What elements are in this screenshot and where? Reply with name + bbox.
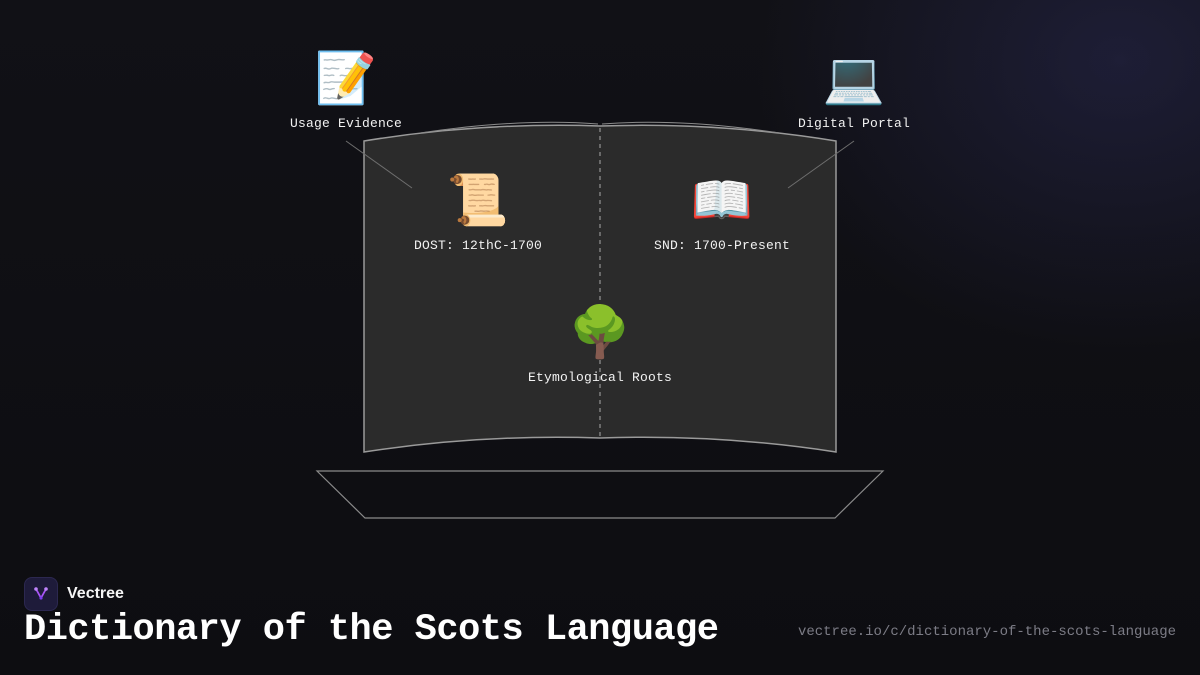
brand[interactable]: Vectree bbox=[24, 577, 124, 611]
page-curl-left bbox=[419, 121, 599, 134]
page-curl-right bbox=[601, 121, 781, 134]
node-usage-evidence: 📝 Usage Evidence bbox=[290, 50, 402, 131]
node-label: Etymological Roots bbox=[527, 370, 673, 385]
node-snd: 📖 SND: 1700-Present bbox=[654, 172, 790, 253]
book-stand bbox=[315, 470, 885, 519]
scroll-icon: 📜 bbox=[446, 171, 510, 229]
node-label: SND: 1700-Present bbox=[653, 238, 791, 253]
node-label: DOST: 12thC-1700 bbox=[413, 238, 543, 253]
connector-usage bbox=[345, 140, 413, 189]
node-digital-portal: 💻 Digital Portal bbox=[798, 50, 910, 131]
vectree-logo-icon bbox=[24, 577, 58, 611]
node-etymological-roots: 🌳 Etymological Roots bbox=[528, 304, 672, 385]
tree-icon: 🌳 bbox=[568, 303, 632, 361]
open-book-icon: 📖 bbox=[690, 171, 754, 229]
laptop-icon: 💻 bbox=[822, 49, 886, 107]
node-label: Digital Portal bbox=[797, 116, 911, 131]
connector-portal bbox=[787, 140, 855, 189]
page-url[interactable]: vectree.io/c/dictionary-of-the-scots-lan… bbox=[797, 624, 1176, 640]
node-label: Usage Evidence bbox=[289, 116, 403, 131]
node-dost: 📜 DOST: 12thC-1700 bbox=[414, 172, 542, 253]
page-title: Dictionary of the Scots Language bbox=[24, 609, 719, 651]
memo-icon: 📝 bbox=[314, 49, 378, 107]
brand-name: Vectree bbox=[67, 585, 124, 602]
book-diagram bbox=[315, 121, 885, 519]
